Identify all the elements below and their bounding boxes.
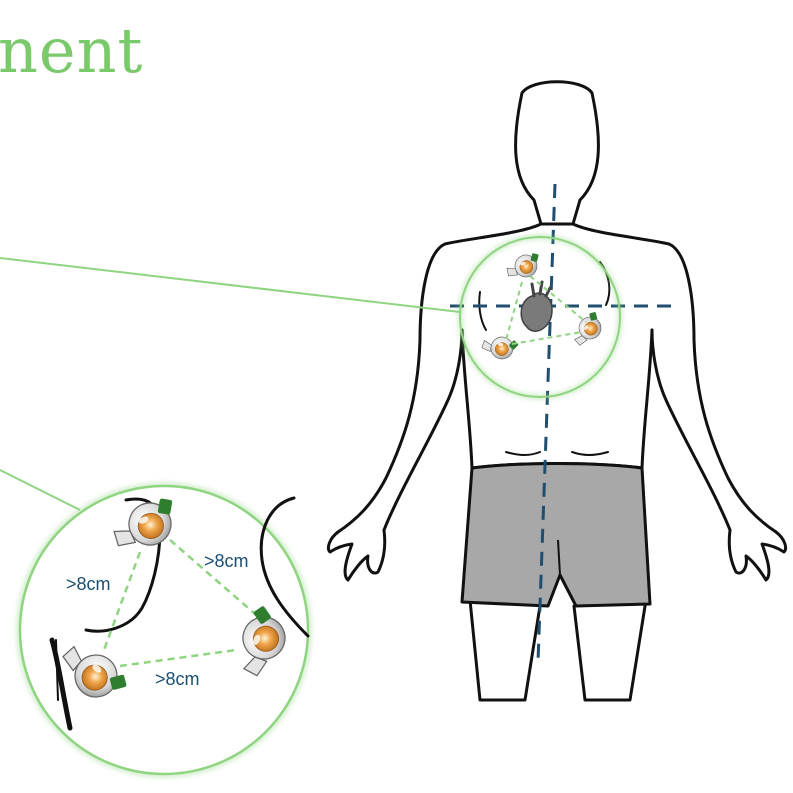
distance-line-left xyxy=(102,551,142,651)
distance-line-right xyxy=(169,539,263,621)
chest-callout-circle xyxy=(459,236,621,398)
body-figure xyxy=(326,80,788,702)
shorts xyxy=(460,462,652,608)
distance-line-bottom xyxy=(119,648,237,668)
page-title: nent xyxy=(0,14,144,87)
vertical-midline xyxy=(536,183,557,663)
zoom-callout-circle xyxy=(18,484,310,776)
distance-label-left: >8cm xyxy=(66,574,111,594)
callout-line-bottom xyxy=(0,469,81,511)
callout-line-top xyxy=(0,257,461,313)
heart-icon xyxy=(520,280,553,332)
distance-label-right: >8cm xyxy=(204,551,249,571)
distance-label-bottom: >8cm xyxy=(155,669,200,689)
